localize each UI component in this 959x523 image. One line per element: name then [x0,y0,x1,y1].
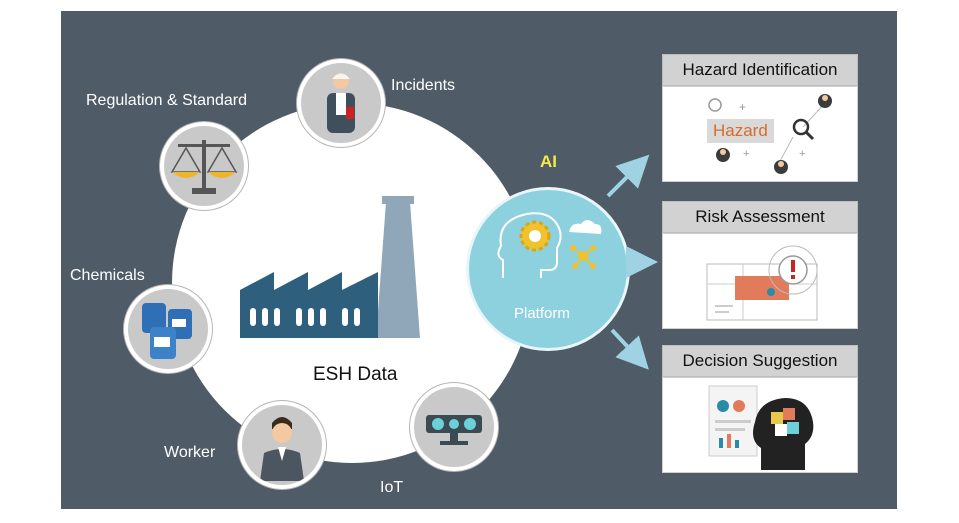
worker-label: Worker [164,444,216,461]
decision-head-icon [708,385,814,470]
scales-icon [170,140,238,194]
svg-text:+: + [799,148,805,160]
platform-label: Platform [514,305,570,322]
hazard-identification-title: Hazard Identification [662,54,858,86]
arrow-to-hazard [606,154,650,198]
svg-text:+: + [743,148,749,160]
worker-circle [238,401,326,489]
risk-assessment-card [662,233,858,329]
output-arrows [606,154,658,370]
arrow-to-decision [610,328,649,370]
risk-chart-icon [706,245,818,321]
hazard-chip: Hazard [707,119,774,143]
chemicals-label: Chemicals [70,267,145,284]
ai-platform-circle: Platform [466,187,630,351]
chemicals-circle [124,285,212,373]
decision-suggestion-title: Decision Suggestion [662,345,858,377]
incidents-label: Incidents [391,77,456,94]
regulation-label: Regulation & Standard [86,92,247,109]
iot-label: IoT [380,479,404,496]
factory-icon [240,196,420,338]
ai-brain-icon [497,212,602,278]
svg-text:+: + [739,100,746,114]
risk-assessment-title: Risk Assessment [662,201,858,233]
chemical-barrels-icon [142,303,192,359]
incidents-circle [297,59,385,147]
hazard-identification-card: + + + Hazard [662,86,858,182]
regulation-circle [160,122,248,210]
injured-worker-icon [327,73,355,133]
decision-suggestion-card [662,377,858,473]
worker-avatar-icon [260,417,304,481]
esh-data-label: ESH Data [313,364,398,385]
iot-circle [410,383,498,471]
hazard-network-icon: + + + [708,94,832,174]
ai-label: AI [540,152,557,171]
iot-sensor-icon [426,415,482,445]
